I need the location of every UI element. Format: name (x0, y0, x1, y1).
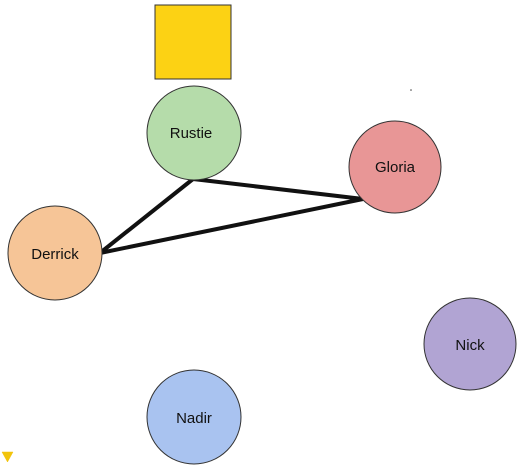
node-rustie-circle (146, 85, 242, 181)
node-derrick[interactable]: Derrick (7, 205, 103, 301)
node-nick-label: Nick (455, 337, 485, 354)
node-gloria[interactable]: Gloria (348, 120, 442, 214)
dot-artifact (410, 89, 412, 91)
square-marker (154, 4, 232, 80)
node-rustie-label: Rustie (170, 125, 213, 142)
node-nick-circle (423, 297, 517, 391)
node-nadir[interactable]: Nadir (146, 369, 242, 465)
node-nadir-circle (146, 369, 242, 465)
edge-derrick-gloria (99, 197, 364, 255)
edge-rustie-derrick (98, 177, 195, 255)
node-rustie[interactable]: Rustie (146, 85, 242, 181)
node-derrick-circle (7, 205, 103, 301)
node-nadir-label: Nadir (176, 410, 212, 427)
corner-triangle-icon[interactable] (1, 451, 14, 463)
node-gloria-circle (348, 120, 442, 214)
node-derrick-label: Derrick (31, 246, 79, 263)
edge-rustie-gloria (192, 177, 364, 201)
node-gloria-label: Gloria (375, 159, 416, 176)
node-nick[interactable]: Nick (423, 297, 517, 391)
